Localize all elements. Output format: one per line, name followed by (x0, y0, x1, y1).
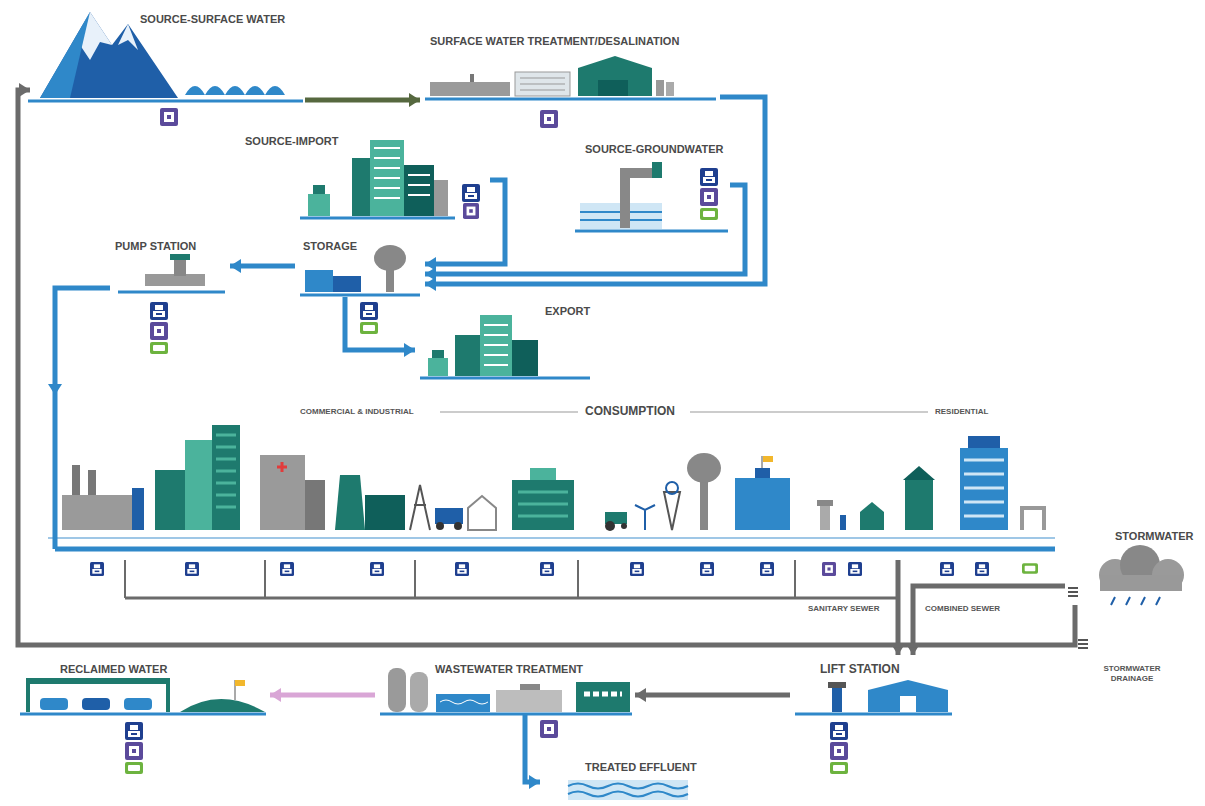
node-label: RECLAIMED WATER (60, 663, 167, 676)
arrow-head (409, 93, 420, 107)
node-label: SOURCE-GROUNDWATER (585, 143, 724, 156)
reclaimed-node: RECLAIMED WATER (15, 655, 270, 715)
source-node: SOURCE-SURFACE WATER (30, 5, 305, 105)
node-label: SOURCE-IMPORT (245, 135, 339, 148)
pipe-connector (425, 180, 505, 271)
pipe-line (425, 185, 745, 274)
treatment-node: WASTEWATER TREATMENT (375, 655, 635, 715)
pipe-line (270, 693, 375, 698)
storage-node: STORAGE (295, 235, 425, 297)
pipe-line (18, 90, 1075, 645)
lift-station (795, 680, 952, 714)
pipe-label: COMBINED SEWER (925, 604, 1000, 614)
pipe-connector (305, 93, 420, 107)
arrow-head (529, 775, 540, 789)
pipe-line (635, 693, 790, 698)
pipe-line (425, 180, 505, 264)
pipe-connector (891, 560, 905, 655)
pipe-line (305, 98, 420, 103)
pipe-connector (18, 83, 1075, 645)
effluent-node: TREATED EFFLUENT (540, 755, 715, 800)
arrow-head (230, 259, 241, 273)
consumption-band: CONSUMPTION (40, 395, 1060, 560)
node-label: TREATED EFFLUENT (585, 761, 697, 774)
storm-cloud (1068, 545, 1184, 648)
node-label: WASTEWATER TREATMENT (435, 663, 583, 676)
pipe-connector (230, 259, 295, 273)
stormwater-node: STORMWATER (1065, 520, 1203, 605)
section-label: RESIDENTIAL (935, 407, 988, 417)
treatment-node: SURFACE WATER TREATMENT/DESALINATION (420, 30, 720, 105)
arrow-head (635, 688, 646, 702)
groundwater-well (575, 162, 728, 231)
source-node: SOURCE-IMPORT (240, 130, 490, 220)
node-label: SOURCE-SURFACE WATER (140, 13, 285, 26)
section-label: COMMERCIAL & INDUSTRIAL (300, 407, 414, 417)
node-label: PUMP STATION (115, 240, 196, 253)
arrow-head (48, 384, 62, 395)
consumers (48, 395, 1055, 598)
import-city (300, 140, 455, 218)
arrow-head (19, 83, 30, 97)
storage-tanks (300, 245, 420, 295)
pipe-line (345, 297, 415, 350)
pipe-connector (425, 97, 765, 291)
pipe-line (525, 715, 540, 782)
effluent-water (568, 780, 688, 800)
node-label: CONSUMPTION (585, 405, 675, 418)
pump-node: PUMP STATION (110, 235, 230, 300)
node-label: SURFACE WATER TREATMENT/DESALINATION (430, 35, 679, 48)
export-city (420, 315, 590, 378)
pipe-connector (635, 688, 790, 702)
reclaimed-uses (20, 678, 266, 714)
pipe-label: STORMWATER DRAINAGE (1092, 664, 1172, 684)
pipe-connector (425, 185, 745, 281)
lift-station-node: LIFT STATION (790, 655, 955, 715)
pipe-connector (345, 297, 415, 357)
node-label: LIFT STATION (820, 663, 900, 676)
mountains (28, 12, 303, 101)
pipe-connector (525, 715, 540, 789)
source-node: SOURCE-GROUNDWATER (570, 138, 730, 233)
node-label: STORAGE (303, 240, 357, 253)
pipe-line (55, 288, 110, 395)
pipe-label: SANITARY SEWER (808, 604, 879, 614)
export-node: EXPORT (415, 300, 595, 380)
arrow-head (270, 688, 281, 702)
pipe-connector (270, 688, 375, 702)
pipe-connector (48, 288, 110, 395)
pipe-line (896, 560, 901, 655)
arrow-head (425, 267, 436, 281)
node-label: STORMWATER (1115, 530, 1193, 543)
arrow-head (404, 343, 415, 357)
node-label: EXPORT (545, 305, 590, 318)
pump-station (118, 254, 225, 292)
treatment-plant (425, 56, 716, 99)
pipe-line (425, 97, 765, 284)
